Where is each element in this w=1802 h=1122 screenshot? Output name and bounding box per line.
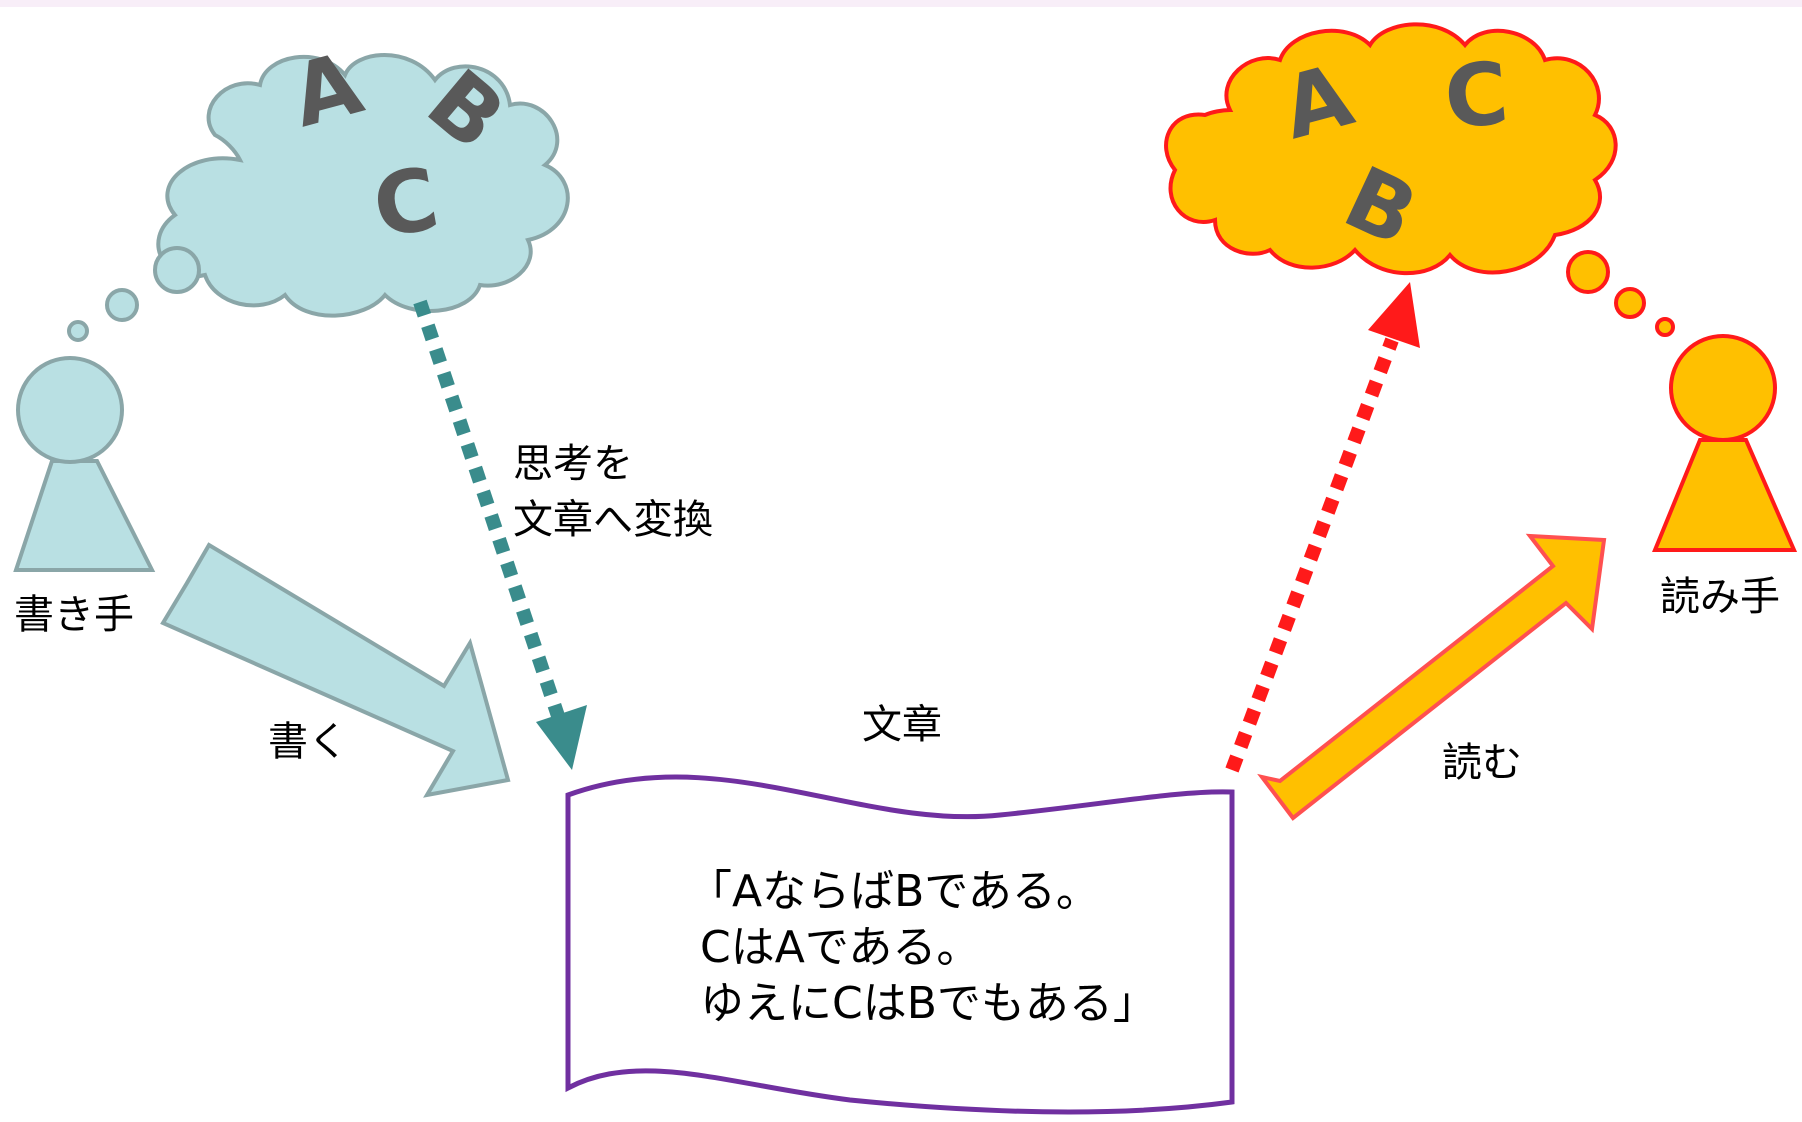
writer-person-icon — [13, 356, 156, 572]
write-arrow — [160, 542, 511, 798]
document-line-1: 「AならばBである。 — [688, 866, 1100, 917]
reader-thought-bubbles — [1566, 250, 1675, 337]
conversion-label-line1: 思考を — [513, 441, 633, 487]
read-arrow — [1257, 533, 1607, 821]
reader-label: 読み手 — [1660, 574, 1780, 620]
reader-thought-cloud: A C B — [1164, 22, 1618, 276]
write-label: 書く — [268, 719, 348, 765]
document-line-2: CはAである。 — [700, 922, 980, 973]
read-label: 読む — [1442, 740, 1522, 786]
conversion-label-line2: 文章へ変換 — [513, 497, 713, 543]
interpretation-arrow — [1225, 282, 1420, 773]
writer-label: 書き手 — [14, 592, 134, 638]
conversion-arrow — [413, 299, 587, 770]
document-shape — [565, 774, 1235, 1115]
top-border — [0, 0, 1802, 7]
reader-letter-c: C — [1441, 44, 1513, 149]
reader-person-icon — [1652, 334, 1798, 552]
document-line-3: ゆえにCはBでもある」 — [700, 978, 1157, 1029]
writer-thought-cloud: A B C — [156, 33, 570, 318]
document-title: 文章 — [862, 702, 942, 748]
writer-thought-bubbles — [67, 246, 201, 342]
